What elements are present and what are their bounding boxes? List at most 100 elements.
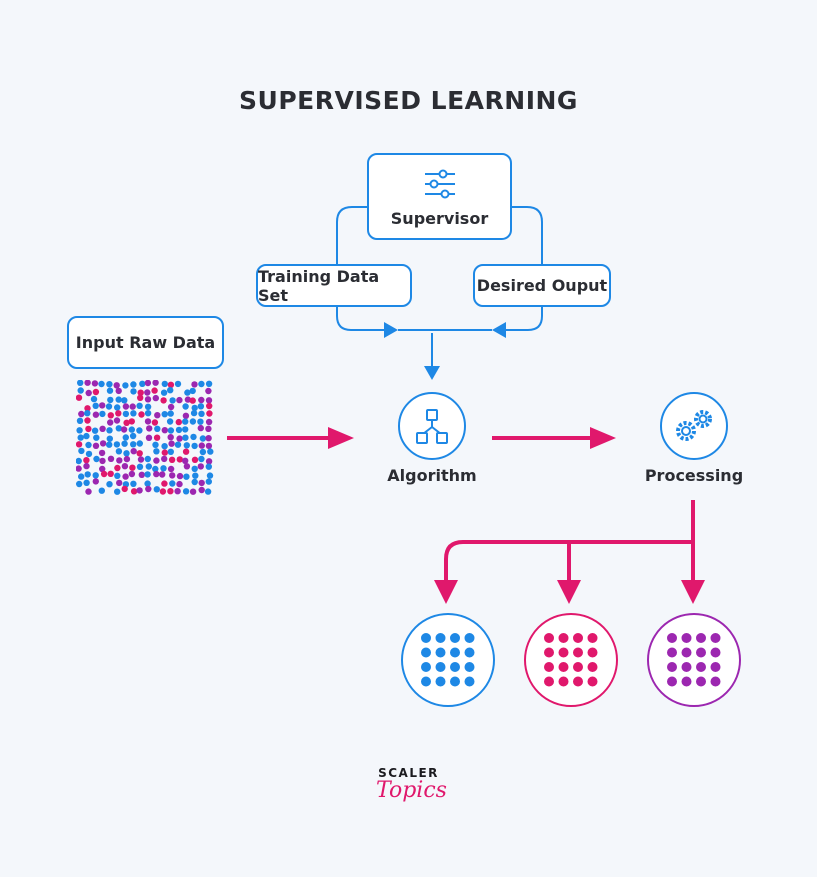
cluster-dot: [558, 647, 569, 658]
raw-data-dot: [168, 440, 175, 447]
to-algorithm-arrow: [424, 366, 440, 380]
raw-data-dot: [123, 419, 130, 426]
raw-data-dot: [160, 397, 167, 404]
raw-data-dot: [205, 418, 213, 426]
output-cluster-blue: [401, 613, 495, 707]
cluster-dot: [544, 676, 554, 687]
raw-data-dot: [153, 434, 161, 441]
cluster-dot: [450, 662, 460, 672]
raw-data-dot: [145, 463, 152, 470]
training-data-label: Training Data Set: [258, 266, 380, 305]
raw-data-dot: [92, 411, 100, 418]
raw-data-dot: [137, 394, 144, 401]
raw-data-dot: [116, 479, 123, 487]
raw-data-dot: [122, 403, 130, 410]
output-cluster-pink: [524, 613, 618, 707]
supervisor-right-connector: [512, 206, 543, 264]
raw-data-dot: [144, 471, 151, 478]
desired-output-label: Desired Ouput: [476, 276, 608, 295]
input-raw-data-label: Input Raw Data: [75, 333, 216, 352]
raw-data-dot: [113, 417, 121, 424]
raw-data-dot: [169, 480, 176, 487]
raw-data-dot: [205, 463, 212, 470]
raw-data-dot: [144, 410, 152, 417]
raw-data-dot: [136, 427, 143, 434]
cluster-dot: [450, 633, 460, 643]
raw-data-dot: [99, 410, 106, 418]
raw-data-dot: [113, 382, 120, 389]
raw-data-dot: [130, 441, 137, 448]
cluster-dot: [558, 633, 569, 643]
cluster-dot: [421, 662, 431, 672]
raw-data-dot: [169, 397, 176, 404]
raw-data-dot: [114, 464, 121, 472]
raw-data-dot: [151, 387, 158, 394]
input-to-algorithm-arrow: [328, 427, 354, 449]
raw-data-dot: [176, 472, 184, 480]
output-cluster-purple: [647, 613, 741, 707]
diagram-title: SUPERVISED LEARNING: [239, 86, 578, 115]
raw-data-dot: [189, 397, 196, 404]
raw-data-dot: [121, 463, 129, 470]
raw-data-dot: [122, 473, 129, 480]
cluster-dot: [667, 676, 677, 687]
raw-data-dot: [176, 435, 183, 442]
cluster-dot: [681, 647, 692, 658]
split-horizontal-line: [444, 540, 693, 582]
raw-data-dot: [205, 397, 213, 404]
raw-data-dot: [144, 480, 151, 487]
raw-data-dot: [92, 388, 100, 396]
raw-data-dot: [154, 425, 161, 432]
raw-data-dot: [85, 450, 93, 458]
raw-data-dot: [83, 462, 90, 470]
raw-data-dot: [183, 442, 190, 449]
raw-data-dot: [98, 487, 105, 494]
raw-data-dot: [76, 480, 83, 488]
raw-data-dot: [106, 387, 114, 394]
cluster-dot: [450, 647, 460, 658]
raw-data-dot: [199, 448, 207, 456]
raw-data-dot: [161, 411, 168, 418]
raw-data-dot: [182, 488, 190, 495]
raw-data-dot: [166, 418, 174, 425]
raw-data-dot: [161, 449, 168, 456]
raw-data-dot: [107, 455, 115, 462]
raw-data-dot: [167, 434, 174, 441]
raw-data-dot: [152, 380, 159, 386]
raw-data-dot: [168, 456, 176, 463]
gears-icon: [660, 392, 728, 460]
raw-data-dot: [204, 488, 212, 495]
raw-data-dot: [190, 409, 198, 417]
output-arrow-pink: [557, 580, 581, 604]
raw-data-dot: [174, 488, 181, 495]
raw-data-dot: [77, 434, 84, 441]
cluster-dot: [667, 647, 677, 658]
raw-data-dot: [92, 472, 99, 479]
raw-data-dot: [206, 410, 213, 417]
raw-data-dot: [167, 448, 174, 455]
cluster-dot: [435, 662, 446, 672]
raw-data-dot: [84, 417, 91, 424]
raw-data-dot: [182, 457, 189, 464]
raw-data-dot: [76, 417, 84, 424]
raw-data-dot: [92, 442, 100, 449]
raw-data-dot: [107, 419, 114, 426]
cluster-dot: [421, 633, 431, 643]
raw-data-dot: [182, 403, 189, 410]
raw-data-dot: [144, 455, 151, 463]
raw-data-dot: [129, 464, 136, 471]
cluster-dot: [544, 633, 554, 643]
cluster-dot: [696, 647, 706, 658]
network-icon: [398, 392, 466, 460]
raw-data-dot: [83, 457, 90, 464]
raw-data-dot: [128, 426, 135, 433]
raw-data-dot: [122, 434, 129, 441]
raw-data-dot: [78, 447, 85, 455]
raw-data-dot: [159, 471, 166, 478]
cluster-dot: [681, 662, 692, 672]
raw-data-dot: [136, 487, 143, 494]
raw-data-dot: [139, 380, 146, 387]
raw-data-dot: [106, 435, 113, 442]
raw-data-dot: [198, 479, 205, 487]
raw-data-dot: [205, 442, 213, 450]
